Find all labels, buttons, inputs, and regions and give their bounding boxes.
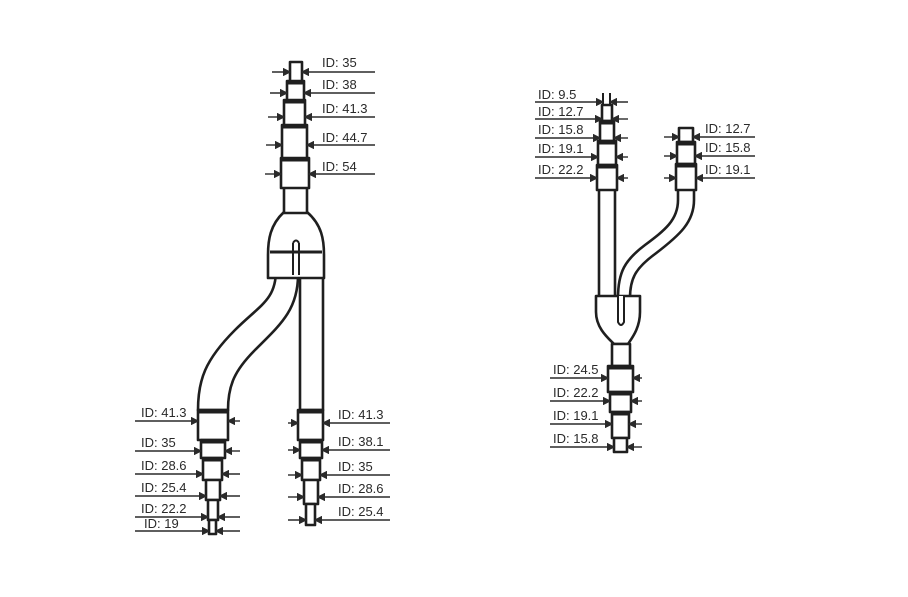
- top-dimension-lines: [265, 67, 375, 179]
- dim-label: ID: 22.2: [538, 162, 584, 177]
- top-right-dimension-lines: [664, 132, 755, 183]
- dim-label: ID: 12.7: [705, 121, 751, 136]
- dim-label: ID: 54: [322, 159, 357, 174]
- bottom-dimension-lines: [550, 373, 642, 452]
- dim-label: ID: 24.5: [553, 362, 599, 377]
- dim-label: ID: 19.1: [705, 162, 751, 177]
- right-y-branch-fitting: ID: 9.5 ID: 12.7 ID: 15.8 ID: 19.1 ID: 2…: [535, 87, 755, 454]
- dim-label: ID: 19: [144, 516, 179, 531]
- dim-label: ID: 35: [338, 459, 373, 474]
- dim-label: ID: 28.6: [141, 458, 187, 473]
- straight-pipe: [597, 186, 617, 300]
- dim-label: ID: 25.4: [141, 480, 187, 495]
- dim-label: ID: 15.8: [705, 140, 751, 155]
- dim-label: ID: 38: [322, 77, 357, 92]
- left-y-branch-fitting: ID: 35 ID: 38 ID: 41.3 ID: 44.7 ID: 54 I…: [135, 55, 390, 536]
- dim-label: ID: 35: [322, 55, 357, 70]
- left-branch-curved-pipe: [196, 268, 300, 412]
- bottom-right-dimension-lines: [288, 418, 390, 525]
- top-step-41-3: [282, 98, 307, 127]
- dim-label: ID: 41.3: [322, 101, 368, 116]
- bottom-left-dimension-lines: [135, 416, 240, 536]
- top-left-dimension-lines: [535, 97, 628, 183]
- dim-label: ID: 44.7: [322, 130, 368, 145]
- top-neck: [282, 184, 309, 215]
- dim-label: ID: 22.2: [553, 385, 599, 400]
- curved-branch-pipe: [616, 186, 696, 300]
- top-step-35: [288, 60, 304, 83]
- dim-label: ID: 28.6: [338, 481, 384, 496]
- top-step-44-7: [280, 123, 309, 160]
- branch-junction: [266, 210, 326, 280]
- dim-label: ID: 25.4: [338, 504, 384, 519]
- dim-label: ID: 38.1: [338, 434, 384, 449]
- dim-label: ID: 19.1: [538, 141, 584, 156]
- right-branch-straight-pipe: [298, 268, 325, 412]
- dim-label: ID: 19.1: [553, 408, 599, 423]
- dim-label: ID: 12.7: [538, 104, 584, 119]
- dim-label: ID: 35: [141, 435, 176, 450]
- dim-label: ID: 15.8: [553, 431, 599, 446]
- dim-label: ID: 9.5: [538, 87, 576, 102]
- dim-label: ID: 15.8: [538, 122, 584, 137]
- dim-label: ID: 41.3: [141, 405, 187, 420]
- dim-label: ID: 41.3: [338, 407, 384, 422]
- top-step-54: [279, 156, 311, 190]
- dim-label: ID: 22.2: [141, 501, 187, 516]
